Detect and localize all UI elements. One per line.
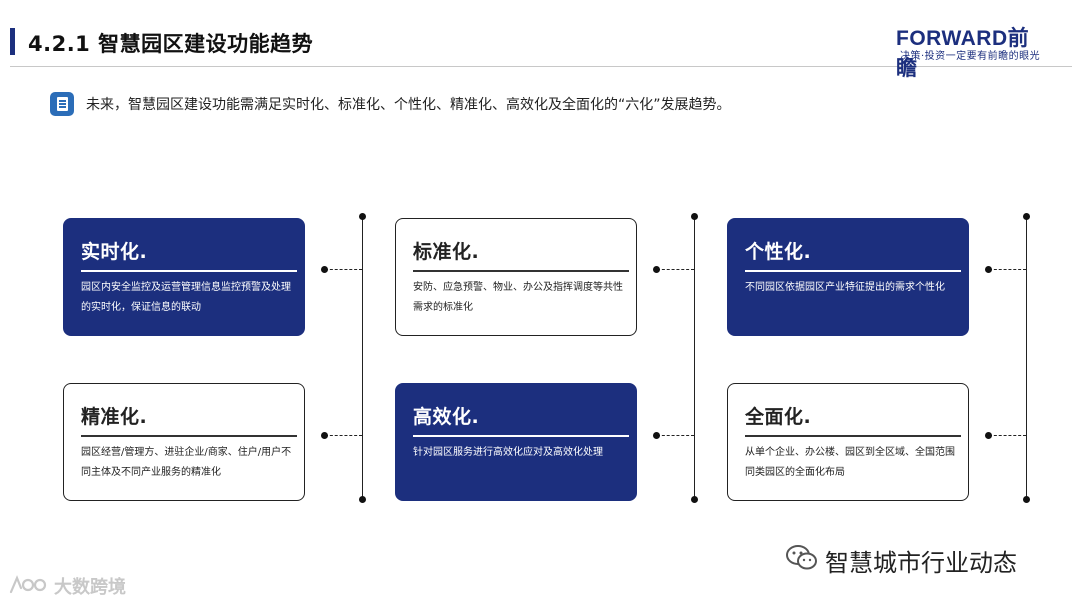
- intro-text: 未来，智慧园区建设功能需满足实时化、标准化、个性化、精准化、高效化及全面化的“六…: [86, 97, 731, 113]
- card-description: 不同园区依据园区产业特征提出的需求个性化: [745, 282, 945, 293]
- card-title: 全面化.: [745, 406, 812, 428]
- logo-main-text: FORWARD前瞻: [896, 27, 1030, 80]
- connector-branch: [657, 435, 694, 436]
- card-divider: [745, 270, 961, 272]
- connector-dot: [359, 496, 366, 503]
- trend-card-precision: 精准化. 园区经营/管理方、进驻企业/商家、住户/用户不同主体及不同产业服务的精…: [63, 383, 305, 501]
- card-title: 个性化.: [745, 241, 812, 263]
- card-title: 精准化.: [81, 406, 148, 428]
- watermark-text: 大数跨境: [54, 577, 126, 598]
- trend-card-realtime: 实时化. 园区内安全监控及运营管理信息监控预警及处理的实时化，保证信息的联动: [63, 218, 305, 336]
- card-description: 园区内安全监控及运营管理信息监控预警及处理的实时化，保证信息的联动: [81, 282, 291, 313]
- card-description: 针对园区服务进行高效化应对及高效化处理: [413, 447, 603, 458]
- document-icon: [50, 92, 74, 116]
- wechat-account: 智慧城市行业动态: [785, 541, 1075, 577]
- connector-dot: [985, 266, 992, 273]
- connector-dot: [691, 213, 698, 220]
- connector-dot: [1023, 496, 1030, 503]
- wechat-account-name: 智慧城市行业动态: [825, 549, 1017, 577]
- page-title: 4.2.1 智慧园区建设功能趋势: [28, 32, 314, 56]
- connector-dot: [321, 432, 328, 439]
- card-divider: [81, 270, 297, 272]
- connector-dot: [691, 496, 698, 503]
- connector-dot: [359, 213, 366, 220]
- card-description: 从单个企业、办公楼、园区到全区域、全国范围同类园区的全面化布局: [745, 447, 955, 478]
- card-divider: [413, 435, 629, 437]
- wechat-icon: [786, 545, 817, 570]
- connector-dot: [1023, 213, 1030, 220]
- connector-branch: [657, 269, 694, 270]
- card-title: 高效化.: [413, 406, 480, 428]
- logo-slogan: 决策·投资一定要有前瞻的眼光: [900, 51, 1041, 62]
- watermark-logo-icon: [9, 575, 47, 594]
- card-description: 安防、应急预警、物业、办公及指挥调度等共性需求的标准化: [413, 282, 623, 313]
- connector-branch: [989, 435, 1026, 436]
- connector-rail: [1026, 217, 1027, 499]
- card-title: 实时化.: [81, 241, 148, 263]
- connector-branch: [325, 435, 362, 436]
- header: 4.2.1 智慧园区建设功能趋势: [0, 22, 1080, 67]
- connector-dot: [653, 266, 660, 273]
- connector-rail: [694, 217, 695, 499]
- connector-dot: [653, 432, 660, 439]
- trend-card-efficiency: 高效化. 针对园区服务进行高效化应对及高效化处理: [395, 383, 637, 501]
- trend-card-personalization: 个性化. 不同园区依据园区产业特征提出的需求个性化: [727, 218, 969, 336]
- card-description: 园区经营/管理方、进驻企业/商家、住户/用户不同主体及不同产业服务的精准化: [81, 447, 292, 478]
- connector-dot: [985, 432, 992, 439]
- brand-logo: FORWARD前瞻 决策·投资一定要有前瞻的眼光: [896, 22, 1046, 80]
- title-divider: [10, 66, 1072, 67]
- trend-card-comprehensive: 全面化. 从单个企业、办公楼、园区到全区域、全国范围同类园区的全面化布局: [727, 383, 969, 501]
- connector-dot: [321, 266, 328, 273]
- intro-row: 未来，智慧园区建设功能需满足实时化、标准化、个性化、精准化、高效化及全面化的“六…: [50, 90, 950, 118]
- trend-card-standardization: 标准化. 安防、应急预警、物业、办公及指挥调度等共性需求的标准化: [395, 218, 637, 336]
- corner-watermark: 大数跨境: [8, 572, 158, 600]
- card-divider: [81, 435, 297, 437]
- card-divider: [413, 270, 629, 272]
- card-title: 标准化.: [413, 241, 480, 263]
- card-divider: [745, 435, 961, 437]
- title-accent-bar: [10, 28, 15, 55]
- connector-branch: [325, 269, 362, 270]
- connector-branch: [989, 269, 1026, 270]
- connector-rail: [362, 217, 363, 499]
